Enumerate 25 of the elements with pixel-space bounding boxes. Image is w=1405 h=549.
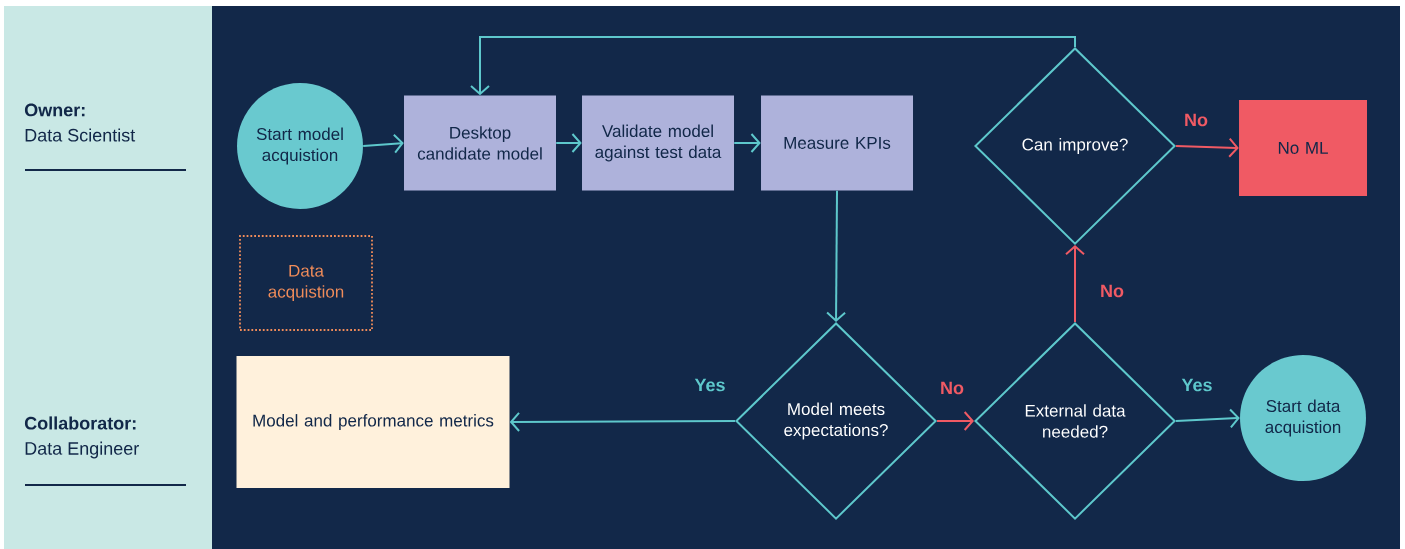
arrow [1175, 137, 1239, 158]
arrow [555, 133, 582, 153]
edge-label: No [1101, 284, 1124, 298]
process-box: Validate model against test data [582, 95, 734, 191]
arrow [826, 189, 847, 322]
arrow [509, 411, 736, 432]
arrow [1065, 245, 1085, 323]
arrow [362, 133, 404, 154]
dotted-box: Data acquistion [239, 235, 373, 331]
arrow [936, 411, 974, 431]
arrow [1175, 408, 1240, 429]
output-box: Model and performance metrics [236, 356, 510, 488]
lane-label: Owner: [24, 103, 85, 117]
lane-label: Collaborator: [24, 416, 136, 430]
edge-label: No [1185, 113, 1208, 127]
end-box: No ML [1239, 100, 1367, 196]
lane-label: Data Scientist [25, 128, 136, 142]
process-box: Desktop candidate model [404, 95, 556, 191]
process-box: Measure KPIs [761, 95, 913, 191]
edge-label: No [941, 381, 964, 395]
edge-label: Yes [1181, 378, 1212, 392]
arrow [470, 36, 1076, 96]
arrow [733, 133, 761, 153]
edge-label: Yes [694, 378, 725, 392]
lane-label: Data Engineer [25, 441, 139, 459]
